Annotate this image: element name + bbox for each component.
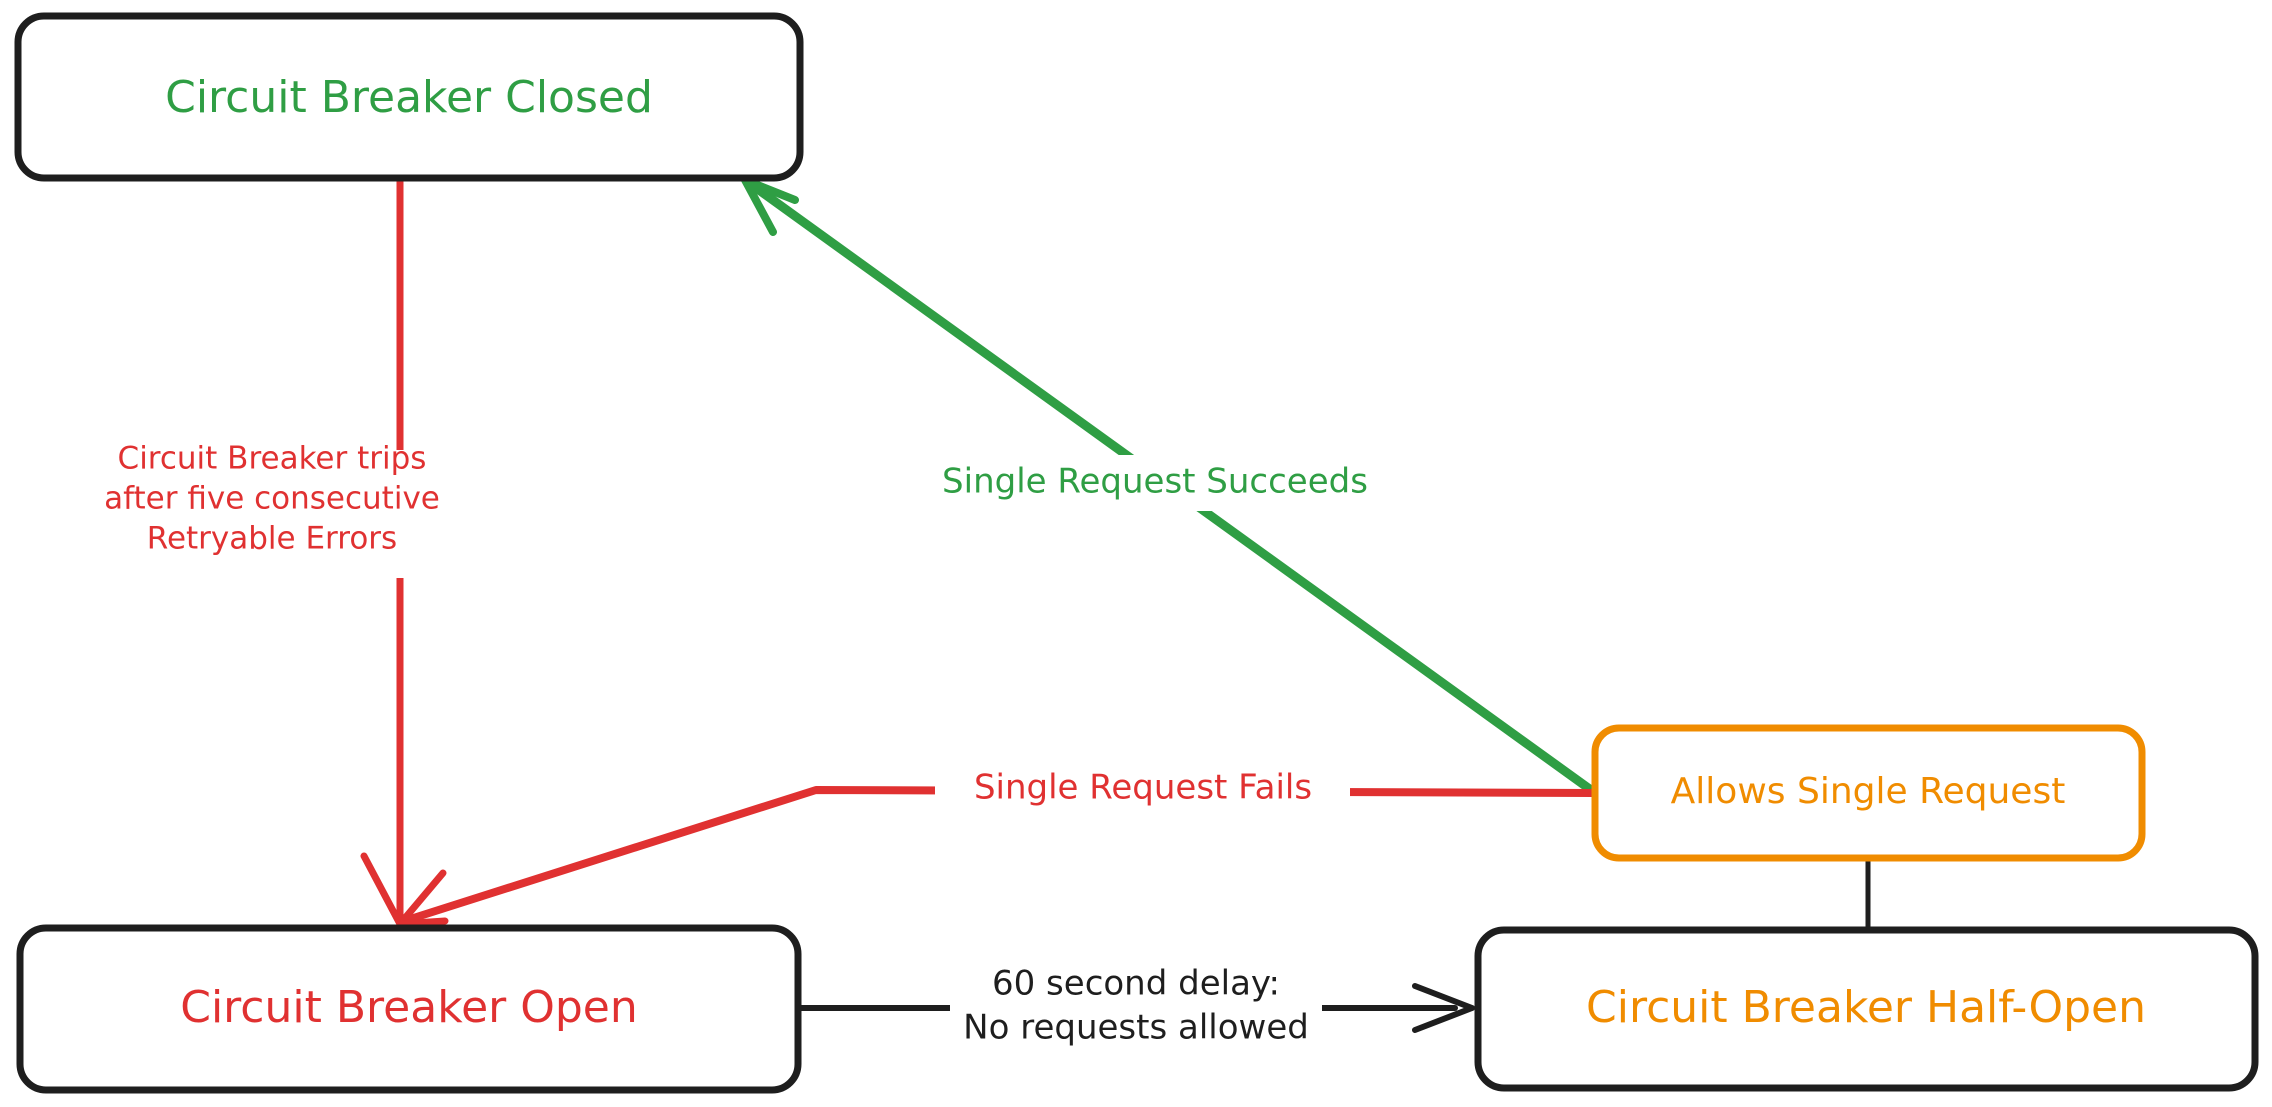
edge-label-allows-to-open-text: Single Request Fails [974,768,1312,808]
edge-label-closed-to-open-line-3: Retryable Errors [147,521,397,557]
node-open-label: Circuit Breaker Open [180,982,638,1033]
edge-label-allows-to-closed-bg [908,455,1404,511]
node-allows-box[interactable] [1591,724,2146,862]
edge-label-allows-to-closed: Single Request Succeeds [908,455,1404,511]
node-halfopen-box[interactable] [1474,926,2259,1092]
edge-label-closed-to-open-bg [144,450,444,578]
edge-label-open-to-halfopen: 60 second delay: No requests allowed [950,958,1322,1056]
edge-label-allows-to-closed-text: Single Request Succeeds [942,462,1368,502]
node-closed-label: Circuit Breaker Closed [165,72,653,123]
node-closed-box[interactable] [14,12,804,182]
edge-open-to-halfopen-arrowhead [1412,983,1475,1033]
edge-label-open-to-halfopen-line-2: No requests allowed [963,1008,1309,1048]
edge-label-allows-to-open-bg [935,763,1350,815]
node-circuit-breaker-half-open[interactable]: Circuit Breaker Half-Open [1474,926,2259,1092]
edge-label-closed-to-open: Circuit Breaker trips after five consecu… [104,441,444,578]
edge-label-closed-to-open-line-2: after five consecutive [104,481,440,517]
edge-label-open-to-halfopen-line-1: 60 second delay: [992,964,1280,1004]
edge-closed-to-open-arrowhead [360,852,447,928]
edge-label-closed-to-open-line-1: Circuit Breaker trips [118,441,427,477]
edge-label-open-to-halfopen-bg [950,958,1322,1056]
node-circuit-breaker-closed[interactable]: Circuit Breaker Closed [14,12,804,182]
node-allows-label: Allows Single Request [1671,771,2066,812]
edge-allows-to-open-arrowhead [396,917,449,928]
node-circuit-breaker-open[interactable]: Circuit Breaker Open [16,924,802,1094]
edge-label-allows-to-open: Single Request Fails [935,763,1350,815]
node-allows-single-request[interactable]: Allows Single Request [1591,724,2146,862]
edge-allows-to-closed-arrowhead [741,176,799,236]
node-open-box[interactable] [16,924,802,1094]
node-halfopen-label: Circuit Breaker Half-Open [1586,982,2146,1033]
